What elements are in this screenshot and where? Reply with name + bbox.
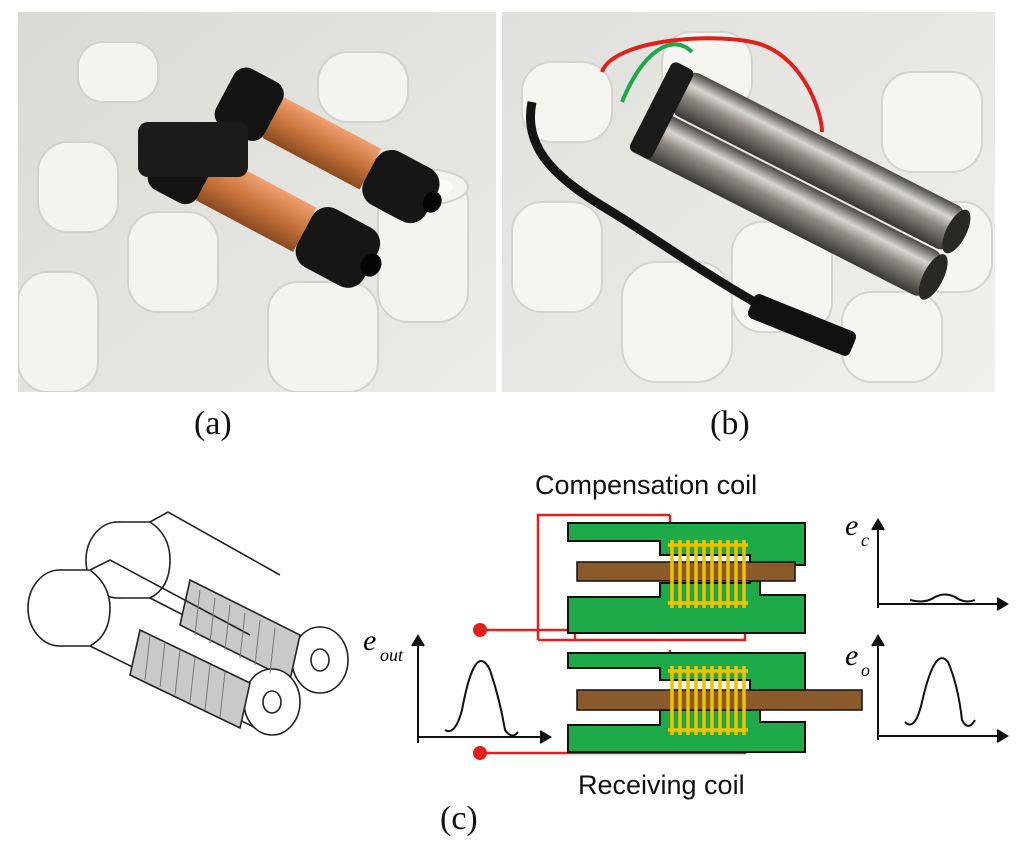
receiving-winding [668, 666, 748, 735]
e-o-plot [871, 634, 1009, 743]
schematic-diagram: e out [27, 509, 1009, 760]
e-c-subscript: c [861, 530, 869, 550]
e-out-subscript: out [380, 645, 404, 665]
e-c-symbol: e [845, 509, 858, 542]
caption-c: (c) [440, 800, 478, 837]
photo-b-illustration [502, 12, 995, 392]
e-out-plot [411, 634, 552, 744]
compensation-winding [668, 540, 748, 608]
terminal-bottom [473, 746, 487, 760]
compensation-rod [576, 561, 796, 582]
receiving-coil-label: Receiving coil [578, 770, 745, 800]
caption-b: (b) [710, 405, 750, 442]
compensation-coil-label: Compensation coil [535, 470, 758, 500]
terminal-top [473, 623, 487, 637]
receiving-coil-core [567, 652, 863, 753]
photo-a-illustration [18, 12, 496, 392]
e-o-subscript: o [861, 660, 870, 680]
e-out-symbol: e [363, 624, 376, 657]
photo-shielded-coils [502, 12, 995, 392]
caption-a: (a) [194, 405, 232, 442]
photo-unshielded-coils [18, 12, 496, 392]
e-c-plot [871, 518, 1009, 611]
coil-line-drawing [27, 511, 349, 736]
e-o-symbol: e [845, 639, 858, 672]
